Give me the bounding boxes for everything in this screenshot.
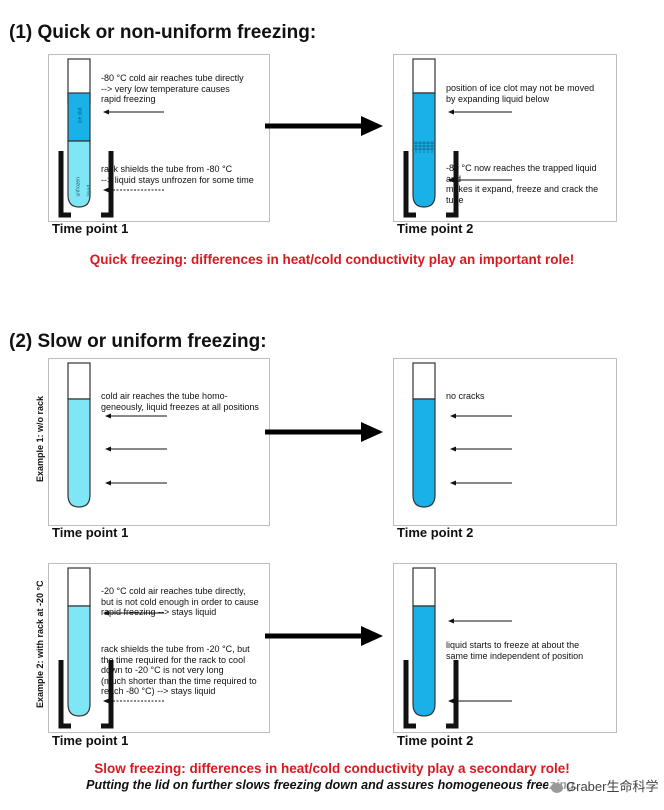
wechat-icon <box>551 782 563 793</box>
panel-quick-time-2: position of ice clot may not be moved by… <box>393 54 617 222</box>
panel-slow-ex2-time-1: -20 °C cold air reaches tube directly, b… <box>48 563 270 733</box>
time-point-1-label: Time point 1 <box>52 221 129 236</box>
example-1-side-label: Example 1: w/o rack <box>35 395 45 482</box>
quick-freezing-conclusion: Quick freezing: differences in heat/cold… <box>89 252 575 267</box>
note-quick-right-bottom: -80 °C now reaches the trapped liquid an… <box>446 163 599 205</box>
note-quick-top: -80 °C cold air reaches tube directly --… <box>101 73 244 104</box>
lid-footer-note: Putting the lid on further slows freezin… <box>86 778 578 792</box>
tube-diagram-slow-ex1-1 <box>67 362 167 508</box>
tube-diagram-slow-ex2-2 <box>403 567 512 729</box>
section-1-title: (1) Quick or non-uniform freezing: <box>9 22 317 43</box>
big-arrow-right-icon <box>265 116 383 136</box>
panel-quick-time-1: ice clot unfrozen liquid -80 °C cold air… <box>48 54 270 222</box>
note-slow-ex2-top: -20 °C cold air reaches tube directly, b… <box>101 586 259 617</box>
tube-diagram-slow-ex2-1 <box>58 567 164 729</box>
note-slow-ex2-right: liquid starts to freeze at about the sam… <box>446 640 584 661</box>
watermark-text: Graber生命科学 <box>566 779 659 794</box>
note-slow-ex1: cold air reaches the tube homo- geneousl… <box>101 391 259 412</box>
tube-diagram-quick-1 <box>58 58 164 218</box>
panel-slow-ex1-time-2: no cracks <box>393 358 617 526</box>
time-point-1-ex2-label: Time point 1 <box>52 733 129 748</box>
big-arrow-right-icon <box>265 422 383 442</box>
tube-diagram-quick-2 <box>403 58 512 218</box>
section-2-title: (2) Slow or uniform freezing: <box>9 331 267 352</box>
note-quick-right-top: position of ice clot may not be moved by… <box>446 83 595 104</box>
time-point-2-label: Time point 2 <box>397 221 474 236</box>
note-slow-ex2-bottom: rack shields the tube from -20 °C, but t… <box>101 644 257 696</box>
ice-clot-label: ice clot <box>77 107 84 124</box>
big-arrow-right-icon <box>265 626 383 646</box>
time-point-2-ex2-label: Time point 2 <box>397 733 474 748</box>
unfrozen-liquid-label: unfrozen liquid <box>75 177 93 197</box>
time-point-1-ex1-label: Time point 1 <box>52 525 129 540</box>
tube-diagram-slow-ex1-2 <box>412 362 512 508</box>
panel-slow-ex1-time-1: cold air reaches the tube homo- geneousl… <box>48 358 270 526</box>
note-quick-bottom: rack shields the tube from -80 °C --> li… <box>101 164 254 185</box>
slow-freezing-conclusion: Slow freezing: differences in heat/cold … <box>94 761 570 776</box>
example-2-side-label: Example 2: with rack at -20 °C <box>35 580 45 708</box>
time-point-2-ex1-label: Time point 2 <box>397 525 474 540</box>
watermark-logo: Graber生命科学 <box>548 775 662 796</box>
panel-slow-ex2-time-2: liquid starts to freeze at about the sam… <box>393 563 617 733</box>
note-no-cracks: no cracks <box>446 391 485 401</box>
